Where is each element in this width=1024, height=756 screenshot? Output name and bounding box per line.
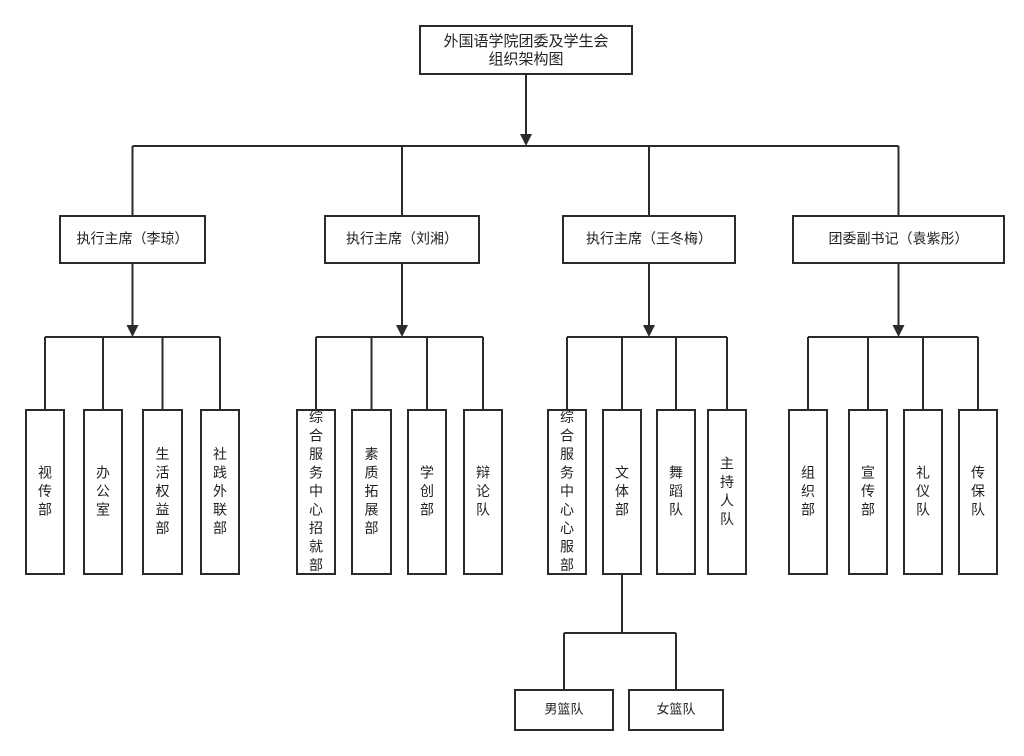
department-box xyxy=(656,409,696,575)
department-label: 学创部 xyxy=(420,466,434,519)
department-label: 主持人队 xyxy=(720,456,734,528)
department-box xyxy=(407,409,447,575)
department-box xyxy=(848,409,888,575)
department-box xyxy=(142,409,183,575)
leader-box xyxy=(562,215,736,264)
leader-label: 执行主席（王冬梅） xyxy=(586,232,712,248)
department-box xyxy=(351,409,392,575)
department-box xyxy=(463,409,503,575)
department-box xyxy=(200,409,240,575)
department-label: 传保队 xyxy=(971,466,985,519)
leader-box xyxy=(792,215,1005,264)
sub-department-box xyxy=(628,689,724,731)
leader-box xyxy=(59,215,206,264)
department-box xyxy=(296,409,336,575)
sub-department-label: 男篮队 xyxy=(544,703,583,718)
department-label: 办公室 xyxy=(96,466,110,519)
department-box xyxy=(547,409,587,575)
leader-label: 执行主席（李琼） xyxy=(77,232,189,248)
sub-department-box xyxy=(514,689,614,731)
department-box xyxy=(83,409,123,575)
department-box xyxy=(602,409,642,575)
department-label: 宣传部 xyxy=(861,466,875,519)
department-box xyxy=(903,409,943,575)
department-box xyxy=(25,409,65,575)
sub-department-label: 女篮队 xyxy=(656,702,695,718)
department-box xyxy=(788,409,828,575)
department-label: 视传部 xyxy=(38,466,52,519)
root-node-title: 组织架构图 xyxy=(488,50,563,68)
department-label: 社践外联部 xyxy=(213,447,227,537)
department-box xyxy=(707,409,747,575)
root-arrow xyxy=(520,134,532,146)
leader-label: 执行主席（刘湘） xyxy=(346,232,458,248)
department-label: 生活权益部 xyxy=(156,447,170,537)
leader-arrow xyxy=(126,325,139,337)
leader-arrow xyxy=(396,325,408,337)
department-label: 组织部 xyxy=(801,466,815,519)
root-node-title: 外国语学院团委及学生会 xyxy=(443,32,608,50)
leader-box xyxy=(324,215,480,264)
leader-arrow xyxy=(643,325,655,337)
department-label: 辩论队 xyxy=(476,466,490,519)
leader-label: 团委副书记（袁紫彤） xyxy=(829,232,969,248)
department-label: 礼仪队 xyxy=(916,466,930,519)
department-label: 综合服务中心心服部 xyxy=(560,410,574,574)
department-label: 舞蹈队 xyxy=(669,466,683,519)
department-label: 素质拓展部 xyxy=(365,447,379,537)
leader-arrow xyxy=(892,325,905,337)
department-label: 文体部 xyxy=(615,466,629,519)
department-label: 综合服务中心招就部 xyxy=(309,410,323,574)
root-node-box xyxy=(419,25,633,75)
department-box xyxy=(958,409,998,575)
